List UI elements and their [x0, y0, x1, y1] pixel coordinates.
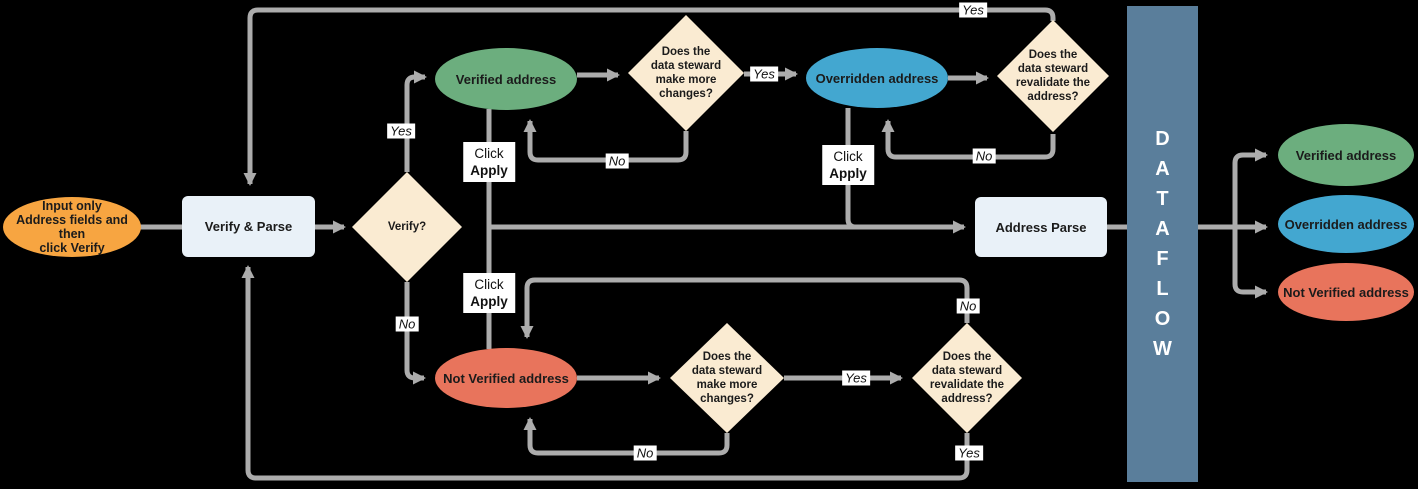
edge-revalidate-bottom-no-loop: [520, 277, 970, 339]
edge-label-yes-revalidate-top: Yes: [959, 2, 987, 18]
edge-dataflow-to-verified-out: [1232, 148, 1268, 227]
revalidate-top-line2: data steward: [1017, 63, 1089, 75]
node-not-verified-address: Not Verified address: [435, 348, 577, 408]
node-output-overridden: Overridden address: [1278, 195, 1414, 253]
node-overridden-address: Overridden address: [806, 48, 948, 108]
dataflow-letter: F: [1156, 248, 1169, 270]
node-verified-address: Verified address: [435, 48, 577, 110]
edge-label-no-changes-bottom: No: [633, 445, 657, 461]
changes-top-line4: changes?: [659, 88, 713, 100]
revalidate-top-line3: revalidate the: [1015, 77, 1091, 89]
edge-revalidate-bottom-yes-loop: [241, 265, 970, 481]
dataflow-letter: A: [1155, 158, 1170, 180]
edge-verify-no-to-notverified: [404, 282, 426, 385]
edge-verify-yes-to-verified: [404, 70, 427, 172]
revalidate-bottom-line4: address?: [941, 393, 993, 405]
revalidate-bottom-line3: revalidate the: [929, 379, 1005, 391]
output-overridden-label: Overridden address: [1284, 216, 1408, 232]
dataflow-letter: W: [1153, 338, 1172, 360]
click-text: Click: [474, 277, 504, 292]
dataflow-letter: T: [1156, 188, 1169, 210]
edge-label-click-apply-verified: Click Apply: [463, 142, 515, 182]
edge-label-click-apply-overridden: Click Apply: [822, 145, 874, 185]
edge-label-yes-verify: Yes: [387, 123, 415, 139]
edge-label-yes-changes-top: Yes: [750, 66, 778, 82]
edge-label-yes-revalidate-bottom: Yes: [955, 445, 983, 461]
edge-label-no-revalidate-bottom: No: [956, 298, 980, 314]
changes-bottom-line4: changes?: [700, 393, 754, 405]
click-text: Click: [833, 149, 863, 164]
edge-dataflow-to-notverified-out: [1232, 227, 1268, 299]
revalidate-top-line4: address?: [1027, 91, 1079, 103]
dataflow-letter: L: [1156, 278, 1169, 300]
input-label-line3: click Verify: [39, 241, 105, 255]
verify-parse-label: Verify & Parse: [204, 219, 293, 234]
edge-label-no-changes-top: No: [605, 153, 629, 169]
apply-text: Apply: [470, 294, 508, 309]
node-verify-parse: Verify & Parse: [182, 196, 315, 257]
not-verified-address-label: Not Verified address: [443, 370, 569, 386]
input-label-line2: Address fields and then: [16, 213, 128, 241]
edge-revalidate-top-yes-loop: [243, 7, 1056, 186]
edge-label-yes-changes-bottom: Yes: [842, 370, 870, 386]
verified-address-label: Verified address: [455, 71, 557, 87]
changes-bottom-line2: data steward: [691, 365, 763, 377]
node-output-not-verified: Not Verified address: [1278, 263, 1414, 321]
changes-bottom-line3: make more: [696, 379, 758, 391]
node-input-ellipse: Input only Address fields and then click…: [3, 197, 141, 257]
output-verified-label: Verified address: [1295, 147, 1397, 163]
changes-top-line3: make more: [655, 74, 717, 86]
overridden-address-label: Overridden address: [815, 70, 939, 86]
revalidate-bottom-line2: data steward: [931, 365, 1003, 377]
edge-changes-bottom-no-loop: [523, 417, 730, 456]
dataflow-bar: D A T A F L O W: [1127, 6, 1198, 482]
edge-label-no-verify: No: [395, 316, 419, 332]
dataflow-letter: O: [1154, 308, 1171, 330]
edge-overridden-clickapply: [845, 108, 857, 230]
click-text: Click: [474, 146, 504, 161]
node-address-parse: Address Parse: [975, 197, 1107, 257]
dataflow-letter: A: [1155, 218, 1170, 240]
output-not-verified-label: Not Verified address: [1283, 284, 1409, 300]
address-parse-label: Address Parse: [995, 219, 1087, 235]
input-label-line1: Input only: [42, 199, 102, 213]
revalidate-bottom-line1: Does the: [942, 351, 992, 363]
edge-revalidate-top-no-loop: [881, 119, 1056, 160]
edge-label-click-apply-not-verified: Click Apply: [463, 273, 515, 313]
dataflow-letter: D: [1155, 128, 1170, 150]
changes-top-line2: data steward: [650, 60, 722, 72]
node-output-verified: Verified address: [1278, 124, 1414, 186]
changes-top-line1: Does the: [661, 46, 711, 58]
revalidate-top-line1: Does the: [1028, 49, 1078, 61]
apply-text: Apply: [470, 163, 508, 178]
edge-label-no-revalidate-top: No: [972, 148, 996, 164]
verify-decision-label: Verify?: [387, 221, 427, 233]
changes-bottom-line1: Does the: [702, 351, 752, 363]
apply-text: Apply: [829, 166, 867, 181]
